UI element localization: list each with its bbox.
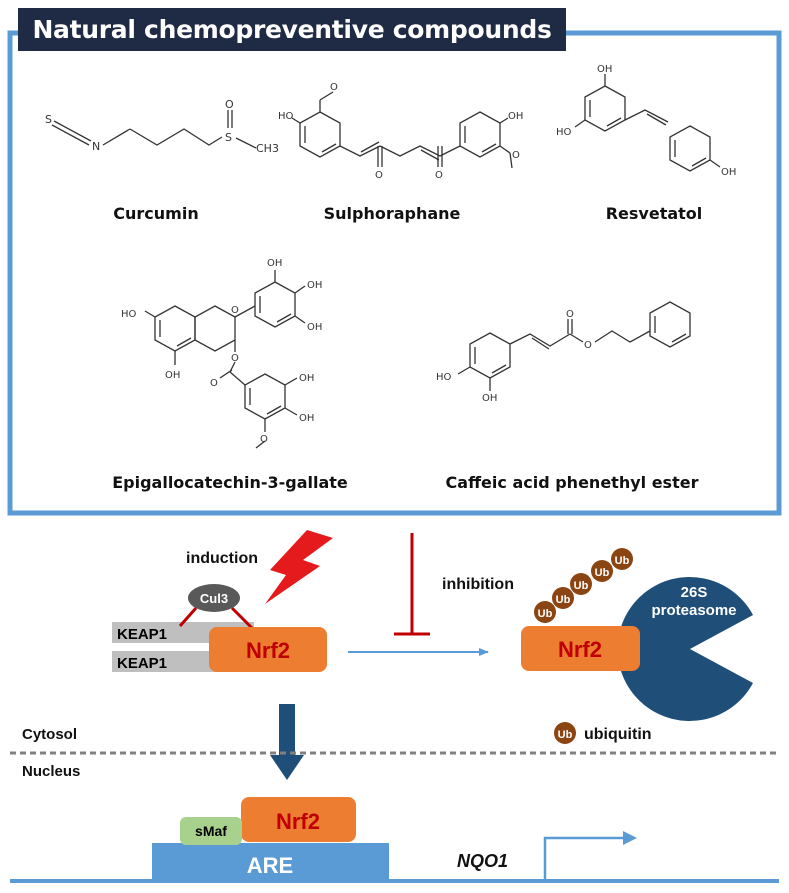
nrf2-nucleus-label: Nrf2 [276,809,320,834]
ubiquitin-tag-label: Ub [574,580,589,592]
structure-resvetatol [574,74,721,172]
compound-label-egcg: Epigallocatechin-3-gallate [112,473,348,492]
compound-label-resvetatol: Resvetatol [606,204,703,223]
atom-label-o-ch3: O [330,82,338,93]
atom-label-o: O [231,353,239,364]
atom-label-oh: OH [597,64,612,75]
atom-label-oh: OH [165,370,180,381]
ubiquitin-tag-label: Ub [538,608,553,620]
proteasome-shape [617,577,753,721]
atom-label-ho: HO [436,372,452,383]
nrf2-cytosol-box [209,627,327,672]
compound-label-cape: Caffeic acid phenethyl ester [446,473,699,492]
transcription-start-line [543,836,625,879]
atom-label-o: O [584,340,592,351]
nrf2-cytosol-label: Nrf2 [246,638,290,663]
smaf-box [180,817,242,845]
atom-label-ho: HO [556,127,572,138]
structure-cape [457,301,691,391]
ubiquitin-icon [552,587,574,609]
cul3-keap1-link [178,607,198,627]
ubiquitin-icon [611,548,633,570]
cul3-label: Cul3 [200,591,228,606]
atom-label-o-ch3: O [260,434,268,445]
atom-label-oh: OH [299,373,314,384]
atom-label-o: O [566,309,574,320]
atom-label-oh: OH [721,167,736,178]
ubiquitin-icon [570,573,592,595]
atom-label-o-ch3: O [512,150,520,161]
nrf2-nucleus-box [241,797,356,842]
atom-label-o: O [435,170,443,181]
ubiquitin-tag-label: Ub [595,567,610,579]
atom-label-ch3: CH3 [256,142,279,155]
translocation-arrow-shaft [279,704,295,756]
are-box [152,843,389,883]
cul3-nrf2-link [230,606,254,630]
compound-label-curcumin: Curcumin [113,204,198,223]
proteasome-label-line1: 26S [681,584,708,601]
atom-label-s: S [225,131,232,144]
atom-label-oh: OH [508,111,523,122]
keap1-bottom-label: KEAP1 [117,655,167,672]
inhibition-label: inhibition [442,576,514,593]
ubiquitin-tag-label: Ub [615,555,630,567]
keap1-top-label: KEAP1 [117,626,167,643]
atom-label-n: N [92,140,100,153]
proteasome-label-line2: proteasome [651,602,736,619]
atom-label-oh: OH [307,322,322,333]
are-label: ARE [247,853,293,878]
atom-label-o: O [210,378,218,389]
ubiquitin-legend-label: ubiquitin [584,726,652,743]
atom-label-ho: HO [278,111,294,122]
ubiquitin-tag-label: Ub [556,594,571,606]
ubiquitin-icon [591,560,613,582]
atom-label-oh: OH [482,393,497,404]
atom-label-o: O [375,170,383,181]
induction-label: induction [186,550,258,567]
atom-label-s: S [45,113,52,126]
compound-label-sulphoraphane: Sulphoraphane [324,204,461,223]
smaf-label: sMaf [195,823,227,839]
atom-label-o: O [231,305,239,316]
lightning-bolt-icon [265,530,333,604]
ubiquitin-icon [534,601,556,623]
atom-label-ho: HO [121,309,137,320]
compound-panel-frame [7,30,782,516]
translocation-arrow-head [270,755,304,780]
atom-label-oh: OH [299,413,314,424]
ubiquitin-legend-tag: Ub [558,729,573,741]
ubiquitin-chain: Ub Ub Ub Ub Ub [534,548,633,623]
cytosol-label: Cytosol [22,726,77,743]
atom-label-oh: OH [307,280,322,291]
nrf2-degraded-label: Nrf2 [558,637,602,662]
ubiquitin-legend-icon [554,722,576,744]
gene-label: NQO1 [457,851,508,871]
atom-label-oh: OH [267,258,282,269]
transcription-arrow-head [623,831,637,845]
structure-egcg [144,270,306,449]
structure-sulphoraphane [291,91,513,169]
panel-title: Natural chemopreventive compounds [18,8,566,51]
atom-label-o: O [225,98,234,111]
nucleus-label: Nucleus [22,763,80,780]
structure-curcumin [51,110,257,149]
nrf2-degraded-box [521,626,640,671]
cul3-oval [188,584,240,612]
